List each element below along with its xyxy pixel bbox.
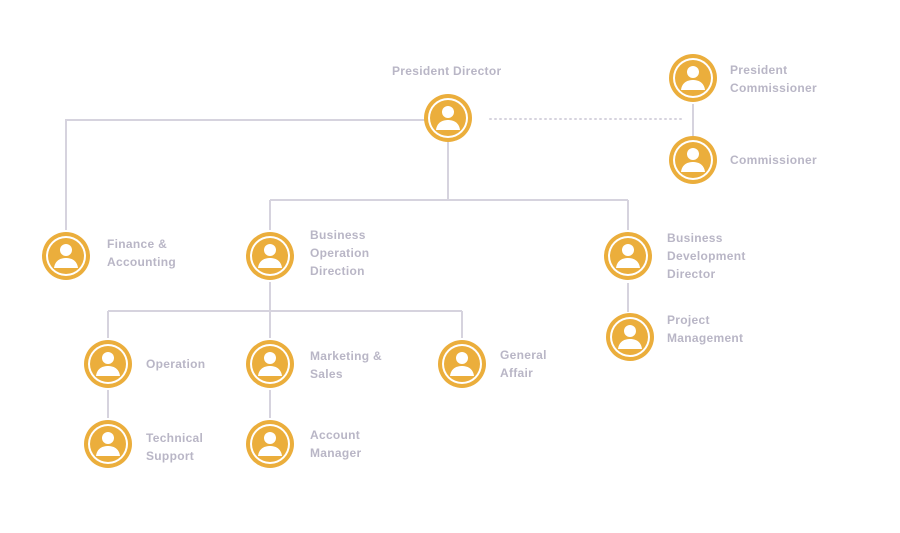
node-label-marketing-sales: Marketing & Sales (310, 349, 382, 381)
node-label-technical-support: Technical Support (146, 431, 204, 463)
node-label-president-commissioner: President Commissioner (730, 63, 817, 95)
person-avatar-icon (668, 135, 718, 185)
person-avatar-icon (41, 231, 91, 281)
node-label-project-management: Project Management (667, 313, 744, 345)
person-avatar-icon (668, 53, 718, 103)
person-avatar-icon (245, 419, 295, 469)
node-label-general-affair: General Affair (500, 348, 547, 380)
person-avatar-icon (245, 231, 295, 281)
node-label-business-development-director: Business Development Director (667, 231, 746, 281)
person-avatar-icon (83, 419, 133, 469)
connector-president-finance (65, 119, 425, 230)
person-avatar-icon (437, 339, 487, 389)
node-label-business-operation-direction: Business Operation Direction (310, 228, 370, 278)
node-label-account-manager: Account Manager (310, 428, 362, 460)
person-avatar-icon (83, 339, 133, 389)
person-avatar-icon (423, 93, 473, 143)
node-label-commissioner: Commissioner (730, 153, 817, 167)
person-avatar-icon (245, 339, 295, 389)
person-avatar-icon (603, 231, 653, 281)
node-label-operation: Operation (146, 357, 206, 371)
node-label-president-director: President Director (392, 64, 502, 78)
person-avatar-icon (605, 312, 655, 362)
node-label-finance-accounting: Finance & Accounting (107, 237, 176, 269)
